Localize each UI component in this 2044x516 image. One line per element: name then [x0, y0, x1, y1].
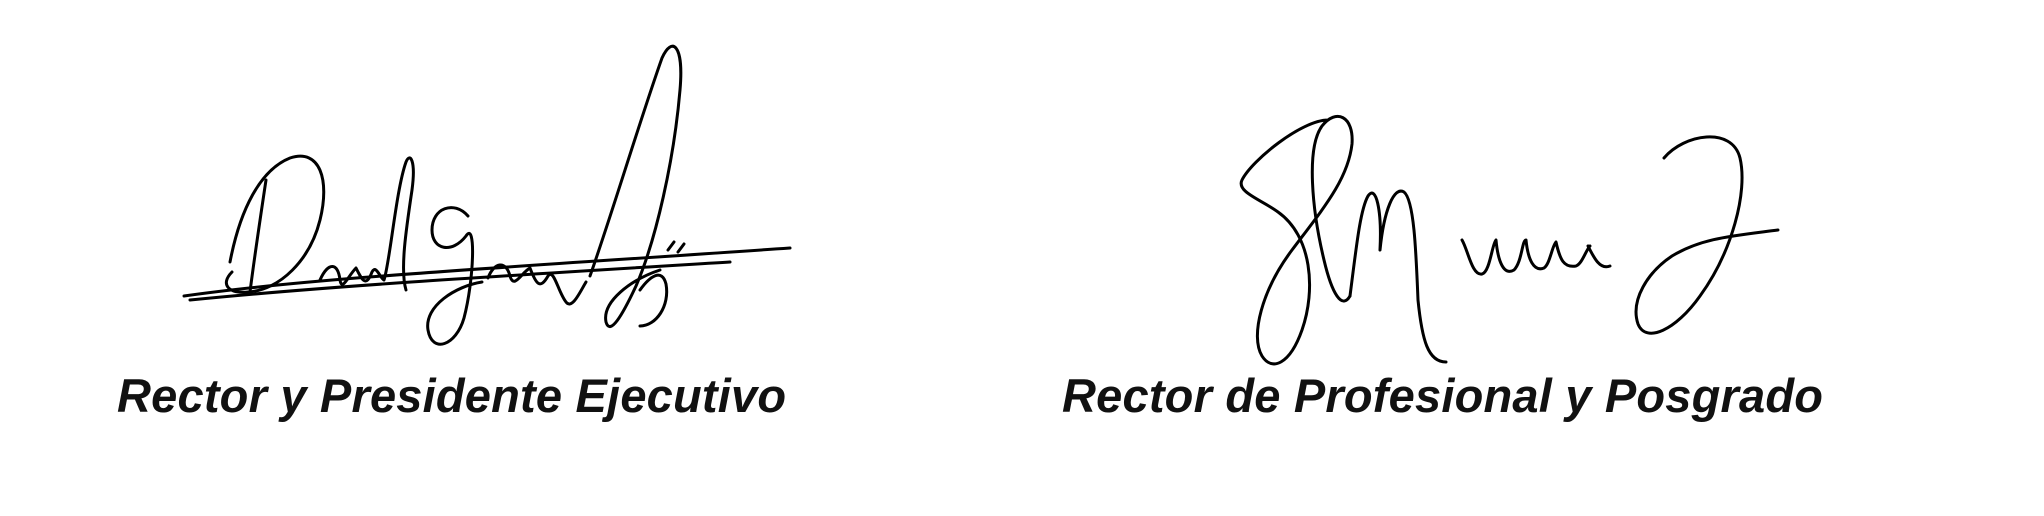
signature-block-rector-presidente: Rector y Presidente Ejecutivo	[0, 0, 1000, 516]
handwritten-signature-right	[1239, 114, 1780, 366]
handwritten-signature-left	[182, 45, 792, 346]
signature-block-rector-profesional: Rector de Profesional y Posgrado	[1000, 0, 2044, 516]
signer-title-right: Rector de Profesional y Posgrado	[1062, 369, 1824, 422]
signer-title-left: Rector y Presidente Ejecutivo	[117, 369, 787, 422]
